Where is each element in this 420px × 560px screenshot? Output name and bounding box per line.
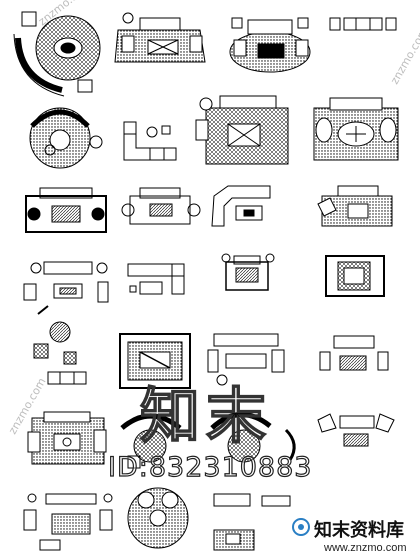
sofa-set-loose-2 — [317, 413, 395, 447]
three-seat-sofa-small — [329, 17, 397, 31]
sofa-set-framed-rug — [119, 333, 191, 389]
corner-sofa-2 — [127, 263, 185, 295]
curved-sofa-hatched-1 — [120, 413, 182, 469]
sofa-set-ornate-rug — [313, 97, 399, 161]
sofa-set-patterned-rug — [195, 95, 289, 165]
watermark-main: 知末 — [139, 381, 272, 453]
round-sofa-rug — [29, 107, 103, 169]
sofa-set-long-table — [207, 333, 285, 386]
scattered-chairs-tables — [33, 305, 87, 385]
sofa-set-frame-1 — [25, 187, 107, 233]
sofa-set-square-table — [221, 253, 275, 291]
sofa-set-dotted-rug — [27, 411, 107, 465]
brand-url[interactable]: www.znzmo.com — [324, 542, 407, 554]
curved-sofa-hatched-2 — [210, 412, 296, 463]
curved-sofa-round-table — [13, 11, 101, 97]
watermark-id: ID:832310883 — [107, 451, 313, 483]
sofa-set-oval-rug — [229, 17, 311, 73]
sofa-set-framed-2 — [325, 255, 385, 297]
sofa-set-loose-1 — [23, 261, 109, 303]
sofa-set-on-rug-1 — [114, 12, 206, 63]
brand-name: 知末资料库 — [314, 520, 404, 541]
sofa-set-curved-arms — [121, 187, 201, 225]
l-shaped-sofa — [123, 121, 177, 161]
corner-sofa-table — [211, 185, 271, 227]
brand-badge[interactable]: 知末资料库 www.znzmo.com — [290, 512, 420, 560]
znzmo-logo-icon — [292, 518, 310, 536]
sofa-set-rug-chair — [317, 185, 393, 227]
round-rug-chairs — [127, 487, 189, 549]
sofa-set-bottom-left — [23, 493, 113, 551]
sofa-set-small-1 — [319, 335, 389, 371]
corner-sofa-bottom — [213, 493, 291, 551]
